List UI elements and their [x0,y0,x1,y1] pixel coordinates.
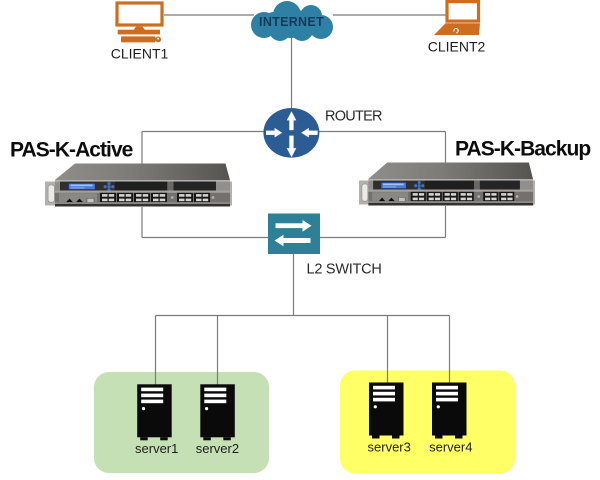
svg-text:PAS-K-Active: PAS-K-Active [10,139,133,162]
svg-text:INTERNET: INTERNET [259,15,324,29]
svg-text:server4: server4 [429,440,472,455]
svg-text:server3: server3 [368,440,411,455]
svg-text:ROUTER: ROUTER [325,109,382,125]
svg-text:L2 SWITCH: L2 SWITCH [307,261,382,277]
svg-text:PAS-K-Backup: PAS-K-Backup [455,138,590,161]
svg-text:CLIENT1: CLIENT1 [111,45,169,61]
svg-text:server1: server1 [135,441,178,456]
svg-text:server2: server2 [196,441,239,456]
svg-text:CLIENT2: CLIENT2 [428,39,486,55]
